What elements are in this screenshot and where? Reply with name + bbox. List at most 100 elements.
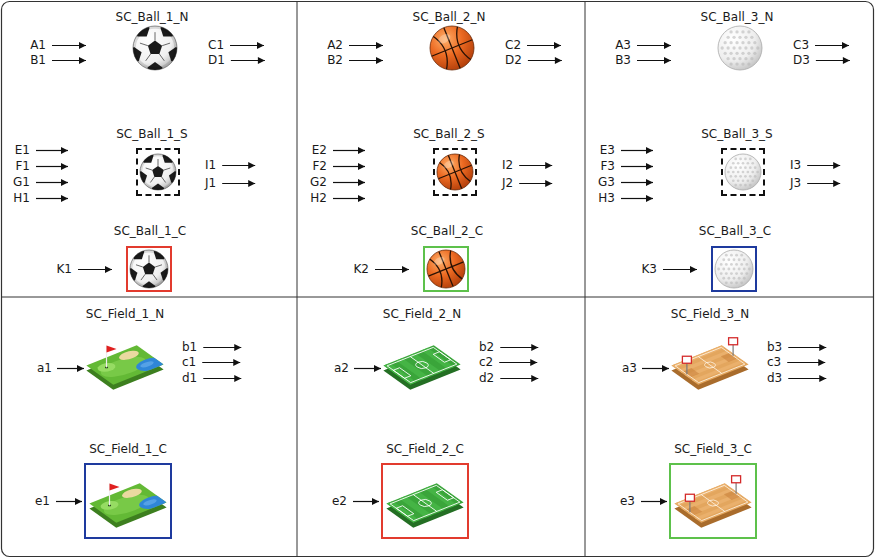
court-field-icon-part-part xyxy=(674,483,751,522)
soccer-ball-icon xyxy=(135,151,182,195)
dashed-block: SC_Ball_2_S xyxy=(411,126,487,196)
signal-arrow xyxy=(787,362,825,363)
golf-ball-icon-part-part xyxy=(720,272,723,275)
court-field-icon-part xyxy=(689,500,690,512)
soccer-field-icon-part-part-part xyxy=(421,348,454,370)
signal-arrow xyxy=(78,269,112,270)
golf-ball-icon-part-part xyxy=(739,184,742,187)
golf-ball-icon-part-part xyxy=(747,30,750,33)
signal-arrow xyxy=(36,198,68,199)
golf-field-icon-part xyxy=(89,482,172,524)
golf-ball-icon-part-part xyxy=(742,162,745,165)
golf-ball-icon-part-part xyxy=(744,184,747,187)
signal-arrow xyxy=(56,501,82,502)
block-title: SC_Field_1_C xyxy=(89,441,167,457)
block-title: SC_Field_2_N xyxy=(383,306,461,322)
signal-name: G1 xyxy=(13,175,30,189)
panel-divider xyxy=(2,297,874,298)
golf-ball-icon-part-part xyxy=(734,166,737,169)
signal-name: F1 xyxy=(15,159,30,173)
golf-ball-icon-part-part xyxy=(732,179,735,182)
golf-ball-icon-part-part xyxy=(730,263,733,266)
colored-block: SC_Field_2_C xyxy=(379,441,471,539)
soccer-ball-icon-part-part xyxy=(136,265,143,267)
golf-ball-icon-part-part xyxy=(725,281,728,284)
signal-arrow xyxy=(57,368,84,369)
golf-ball-icon-part xyxy=(721,30,760,65)
golf-ball-icon-part-part xyxy=(732,162,735,165)
court-field-icon-part-part-part-part xyxy=(678,485,748,520)
golf-ball-icon-part-part xyxy=(754,166,757,169)
signal-name: d1 xyxy=(182,371,197,385)
golf-ball-icon-part-part xyxy=(756,46,759,49)
signal-name: A2 xyxy=(327,38,343,52)
signal-arrow xyxy=(641,501,667,502)
signal-name: d3 xyxy=(767,371,782,385)
soccer-field-icon-part-part-part xyxy=(424,486,457,508)
golf-ball-icon-part-part xyxy=(743,277,746,280)
icon-block: SC_Field_3_N xyxy=(668,306,752,393)
court-field-icon-part-part xyxy=(674,483,750,521)
signal-name: C2 xyxy=(505,38,521,52)
court-field-icon-part-part-part-part xyxy=(702,361,717,369)
soccer-field-icon-part-part-part-part xyxy=(433,352,451,363)
signal-arrow xyxy=(527,45,561,46)
basket-ball-icon-part-part-part xyxy=(448,155,461,188)
signal-name: E2 xyxy=(312,143,327,157)
golf-ball-icon-part-part xyxy=(734,184,737,187)
basket-ball-icon-part xyxy=(430,26,474,70)
signal-arrow xyxy=(353,501,379,502)
signal-name: C1 xyxy=(208,38,224,52)
signal-name: H1 xyxy=(13,191,30,205)
court-field-icon-part-part-part-part xyxy=(701,495,725,512)
signal-name: I1 xyxy=(205,158,216,172)
dashed-block: SC_Ball_3_S xyxy=(699,126,775,196)
soccer-ball-icon-part xyxy=(135,151,182,195)
soccer-ball-icon-part-part xyxy=(162,43,170,46)
golf-ball-icon-part-part xyxy=(722,268,725,271)
court-field-icon-part-part-part xyxy=(678,485,748,520)
signal-name: a3 xyxy=(622,361,637,375)
golf-ball-icon-part-part xyxy=(739,166,742,169)
golf-ball-icon-part-part xyxy=(740,254,743,257)
soccer-ball-icon-part-part xyxy=(155,32,156,40)
signal-arrow xyxy=(333,150,365,151)
signal-arrow xyxy=(621,166,653,167)
golf-ball-icon-part-part xyxy=(735,41,738,44)
golf-ball-icon-part-part xyxy=(725,254,728,257)
soccer-ball-icon-part-part xyxy=(143,263,155,275)
golf-ball-icon-part-part xyxy=(741,41,744,44)
golf-ball-icon-part xyxy=(725,154,761,190)
golf-ball-icon-part-part xyxy=(724,52,727,55)
signal-name: H3 xyxy=(598,191,615,205)
golf-field-icon-part-part-part xyxy=(116,349,142,362)
court-field-icon xyxy=(671,338,748,390)
signal-name: d2 xyxy=(479,371,494,385)
basket-ball-icon-part-part xyxy=(433,255,446,267)
icon-block: SC_Field_2_N xyxy=(380,306,464,393)
signal-arrow xyxy=(222,165,255,166)
court-field-icon-part xyxy=(732,476,741,483)
golf-ball-icon-part-part xyxy=(725,272,728,275)
soccer-ball-icon-part xyxy=(127,22,184,76)
golf-field-icon-part xyxy=(107,345,117,352)
golf-ball-icon-part-part xyxy=(738,46,741,49)
golf-ball-icon-part-part xyxy=(747,41,750,44)
basket-ball-icon-part-part-part xyxy=(446,250,463,282)
soccer-ball-icon xyxy=(127,22,184,76)
signal-name: G3 xyxy=(598,175,615,189)
signal-name: J2 xyxy=(502,176,513,190)
court-field-icon-part-part-part xyxy=(724,491,740,500)
soccer-field-icon-part-part-part-part xyxy=(393,368,411,379)
golf-ball-icon-part-part xyxy=(750,57,753,60)
basket-ball-icon-part-part-part xyxy=(452,26,472,63)
golf-ball-icon-part-part xyxy=(747,171,750,174)
golf-field-icon-part-part-part xyxy=(141,498,158,506)
signal-arrow xyxy=(788,347,826,348)
soccer-ball-icon-part-part xyxy=(146,168,153,170)
golf-ball-icon-part-part xyxy=(740,263,743,266)
golf-ball-icon-part-part xyxy=(747,52,750,55)
golf-ball-icon-part-part xyxy=(737,171,740,174)
